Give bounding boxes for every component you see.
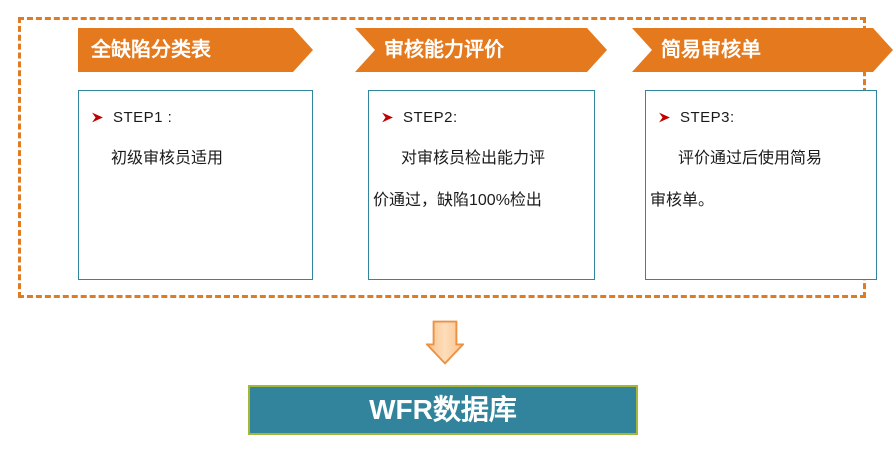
step3-box: STEP3: 评价通过后使用简易 审核单。: [645, 90, 877, 280]
right-arrowhead-icon: [382, 112, 393, 122]
step2-desc-line: 对审核员检出能力评: [401, 150, 546, 167]
wfr-database-label: WFR数据库: [369, 394, 517, 425]
step2-box: STEP2: 对审核员检出能力评 价通过，缺陷100%检出: [368, 90, 595, 280]
banner-simple-audit-sheet: 简易审核单: [632, 28, 893, 72]
banner-label: 全缺陷分类表: [91, 39, 211, 61]
step3-desc-line: 评价通过后使用简易: [678, 150, 823, 167]
banner-audit-ability-evaluation: 审核能力评价: [355, 28, 607, 72]
step2-label: STEP2:: [403, 108, 458, 126]
step1-box: STEP1 : 初级审核员适用: [78, 90, 313, 280]
banner-label: 审核能力评价: [384, 39, 504, 61]
step2-title-row: STEP2:: [369, 96, 594, 138]
step2-desc-line: 价通过，缺陷100%检出: [373, 192, 542, 209]
banner-label: 简易审核单: [661, 39, 761, 61]
right-arrowhead-icon: [92, 112, 103, 122]
step3-label: STEP3:: [680, 108, 735, 126]
step3-title-row: STEP3:: [646, 96, 876, 138]
right-arrowhead-icon: [659, 112, 670, 122]
step1-title-row: STEP1 :: [79, 96, 312, 138]
step1-label: STEP1 :: [113, 108, 173, 126]
step3-desc-line: 审核单。: [650, 192, 715, 209]
down-arrow-icon: [426, 320, 464, 365]
banner-full-defect-table: 全缺陷分类表: [78, 28, 313, 72]
step1-desc-line: 初级审核员适用: [111, 150, 224, 167]
wfr-database-bar: WFR数据库: [248, 385, 638, 435]
